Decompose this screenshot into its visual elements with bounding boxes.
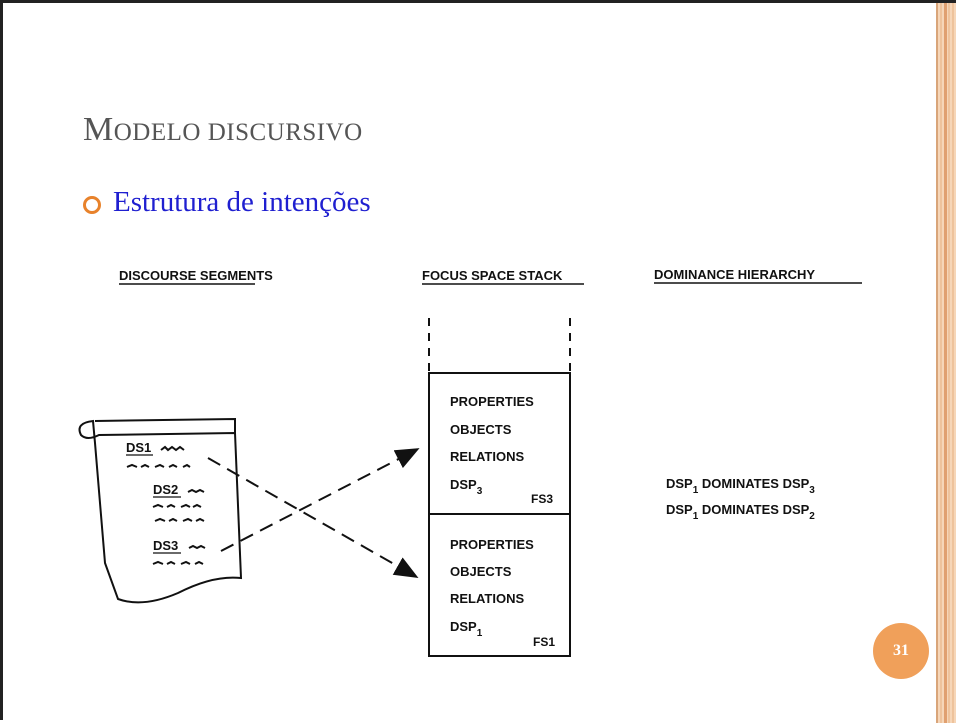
bullet-item: Estrutura de intenções: [83, 186, 371, 219]
ds2-label: DS2: [153, 482, 178, 497]
scribble: [188, 544, 206, 550]
fs3-relations: RELATIONS: [450, 449, 524, 464]
intention-structure-diagram: DISCOURSE SEGMENTS FOCUS SPACE STACK DOM…: [78, 267, 862, 657]
fs3-objects: OBJECTS: [450, 422, 512, 437]
ds1-label: DS1: [126, 440, 151, 455]
circle-bullet-icon: [83, 195, 101, 214]
header-dominance-hierarchy: DOMINANCE HIERARCHY: [654, 267, 815, 282]
ds3-label: DS3: [153, 538, 178, 553]
scribble: [187, 488, 205, 494]
decorative-sidebar: [936, 3, 956, 723]
fs1-objects: OBJECTS: [450, 564, 512, 579]
arrow-ds3-to-fs3: [220, 448, 420, 552]
scribble: [154, 517, 205, 522]
header-discourse-segments: DISCOURSE SEGMENTS: [119, 268, 273, 283]
fs3-label: FS3: [531, 492, 553, 506]
document-scroll: DS1 DS2 DS3: [78, 417, 243, 604]
arrow-ds1-to-fs1: [207, 457, 419, 578]
bullet-text: Estrutura de intenções: [113, 186, 371, 218]
scribble: [152, 560, 204, 565]
fs1-dsp: DSP1: [450, 619, 483, 639]
slide-title: MODELO DISCURSIVO: [83, 111, 363, 149]
title-initial: M: [83, 111, 114, 148]
header-focus-space-stack: FOCUS SPACE STACK: [422, 268, 563, 283]
dominance-1: DSP1 DOMINATES DSP3: [666, 476, 815, 496]
fs3-properties: PROPERTIES: [450, 394, 534, 409]
dominance-2: DSP1 DOMINATES DSP2: [666, 502, 815, 522]
title-rest: ODELO DISCURSIVO: [113, 119, 363, 146]
page-number-badge: 31: [873, 623, 929, 679]
fs1-label: FS1: [533, 635, 555, 649]
focus-space-fs1: [428, 513, 571, 657]
scribble: [126, 463, 191, 468]
fs3-dsp: DSP3: [450, 477, 483, 497]
fs1-relations: RELATIONS: [450, 591, 524, 606]
scribble: [152, 503, 202, 508]
scribble: [160, 445, 185, 452]
fs1-properties: PROPERTIES: [450, 537, 534, 552]
